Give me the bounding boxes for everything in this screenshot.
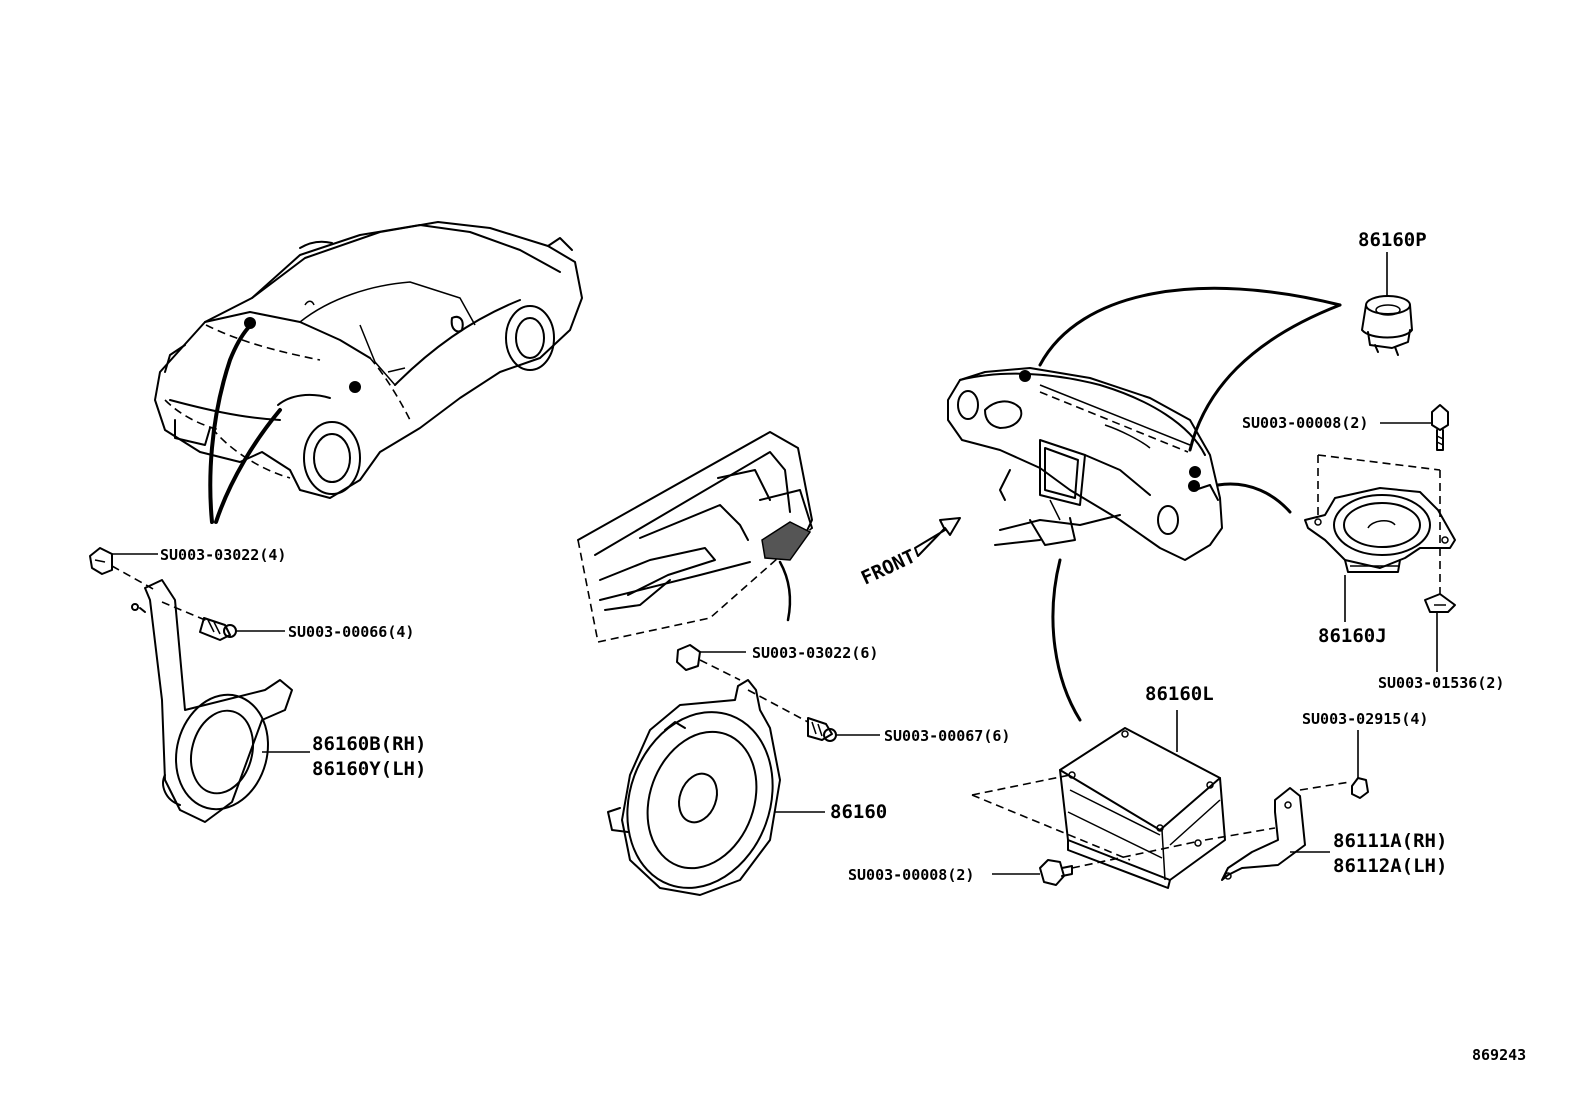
label-su003-03022-4: SU003-03022(4) (160, 546, 286, 564)
amplifier-86160L (971, 710, 1351, 889)
label-86160B: 86160B(RH) (312, 733, 426, 755)
amp-bracket (1221, 730, 1369, 881)
front-door-speaker (607, 644, 880, 896)
label-86160P: 86160P (1358, 229, 1427, 251)
label-86160Y: 86160Y(LH) (312, 758, 426, 780)
label-86160: 86160 (830, 801, 887, 823)
label-86112A: 86112A(LH) (1333, 855, 1447, 877)
label-su003-03022-6: SU003-03022(6) (752, 644, 878, 662)
rear-speaker-assembly (89, 547, 310, 823)
tweeter-86160P (1361, 252, 1413, 356)
dashboard-illustration (947, 286, 1342, 722)
label-su003-00067: SU003-00067(6) (884, 727, 1010, 745)
front-direction-indicator: FRONT (858, 517, 961, 590)
label-su003-00008-top: SU003-00008(2) (1242, 414, 1368, 432)
bolt-su003-00008-bottom (992, 859, 1073, 886)
door-panel (577, 431, 813, 643)
label-su003-00008-bottom: SU003-00008(2) (848, 866, 974, 884)
label-su003-02915: SU003-02915(4) (1302, 710, 1428, 728)
label-86111A: 86111A(RH) (1333, 830, 1447, 852)
label-86160L: 86160L (1145, 683, 1214, 705)
figure-number: 869243 (1472, 1046, 1526, 1064)
label-su003-00066: SU003-00066(4) (288, 623, 414, 641)
car-illustration (154, 221, 583, 524)
front-label: FRONT (858, 545, 919, 589)
dash-speaker-86160J (1304, 404, 1456, 672)
label-86160J: 86160J (1318, 625, 1387, 647)
label-su003-01536: SU003-01536(2) (1378, 674, 1504, 692)
